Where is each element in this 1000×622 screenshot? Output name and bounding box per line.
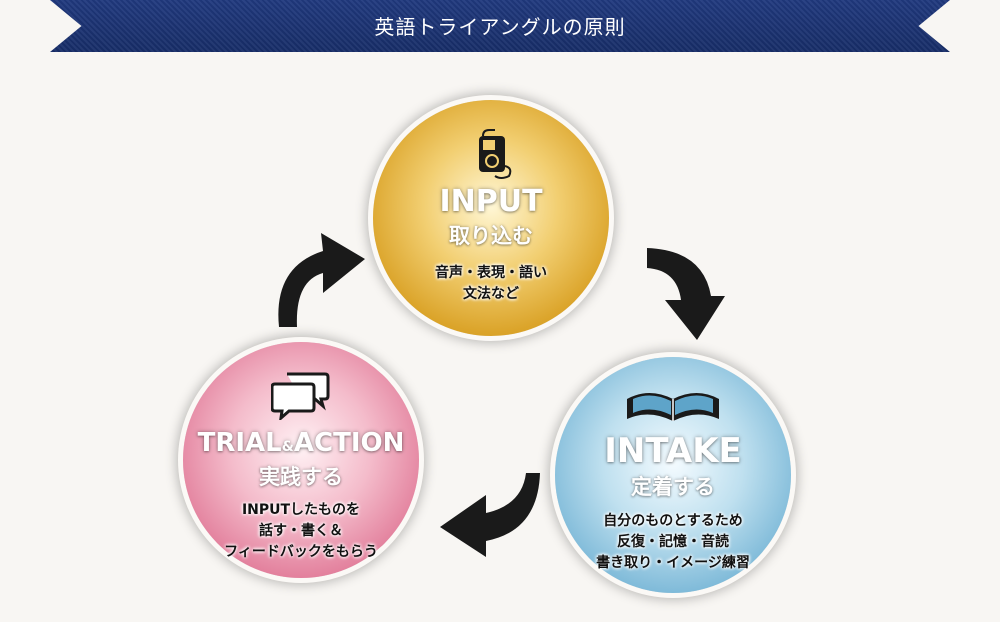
input-desc: 音声・表現・語い 文法など	[373, 263, 609, 305]
trial-desc-line: INPUTしたものを	[241, 502, 361, 518]
intake-desc: 自分のものとするため 反復・記憶・音読 書き取り・イメージ練習	[555, 511, 791, 574]
intake-desc-line: 自分のものとするため	[603, 513, 743, 529]
arrow-input-to-intake	[647, 248, 725, 340]
arrow-trial-to-input	[278, 233, 365, 327]
input-title-en: INPUT	[439, 184, 543, 219]
trial-desc-line: フィードバックをもらう	[224, 544, 378, 560]
trial-desc: INPUTしたものを 話す・書く＆ フィードバックをもらう	[183, 500, 419, 563]
speech-bubbles-icon	[271, 372, 330, 420]
input-title-ja: 取り込む	[449, 224, 533, 248]
intake-title-en: INTAKE	[604, 431, 742, 471]
intake-desc-line: 書き取り・イメージ練習	[596, 555, 750, 571]
intake-desc-line: 反復・記憶・音読	[617, 534, 729, 550]
trial-circle: TRIAL&ACTION 実践する INPUTしたものを 話す・書く＆ フィード…	[183, 342, 419, 578]
trial-title-word: ACTION	[293, 428, 405, 458]
intake-title-ja: 定着する	[631, 475, 715, 499]
arrow-intake-to-trial	[440, 473, 540, 557]
trial-desc-line: 話す・書く＆	[259, 523, 343, 539]
input-circle: INPUT 取り込む 音声・表現・語い 文法など	[373, 100, 609, 336]
title-banner: 英語トライアングルの原則	[50, 0, 950, 52]
music-player-icon	[479, 129, 512, 179]
input-desc-line: 文法など	[463, 286, 519, 302]
trial-title-ampersand: &	[281, 439, 294, 455]
intake-circle: INTAKE 定着する 自分のものとするため 反復・記憶・音読 書き取り・イメー…	[555, 357, 791, 593]
input-desc-line: 音声・表現・語い	[435, 265, 547, 281]
trial-title-en: TRIAL&ACTION	[183, 428, 419, 458]
banner-title: 英語トライアングルの原則	[374, 15, 626, 39]
trial-title-word: TRIAL	[197, 428, 282, 458]
open-book-icon	[627, 393, 719, 421]
trial-title-ja: 実践する	[259, 465, 343, 489]
